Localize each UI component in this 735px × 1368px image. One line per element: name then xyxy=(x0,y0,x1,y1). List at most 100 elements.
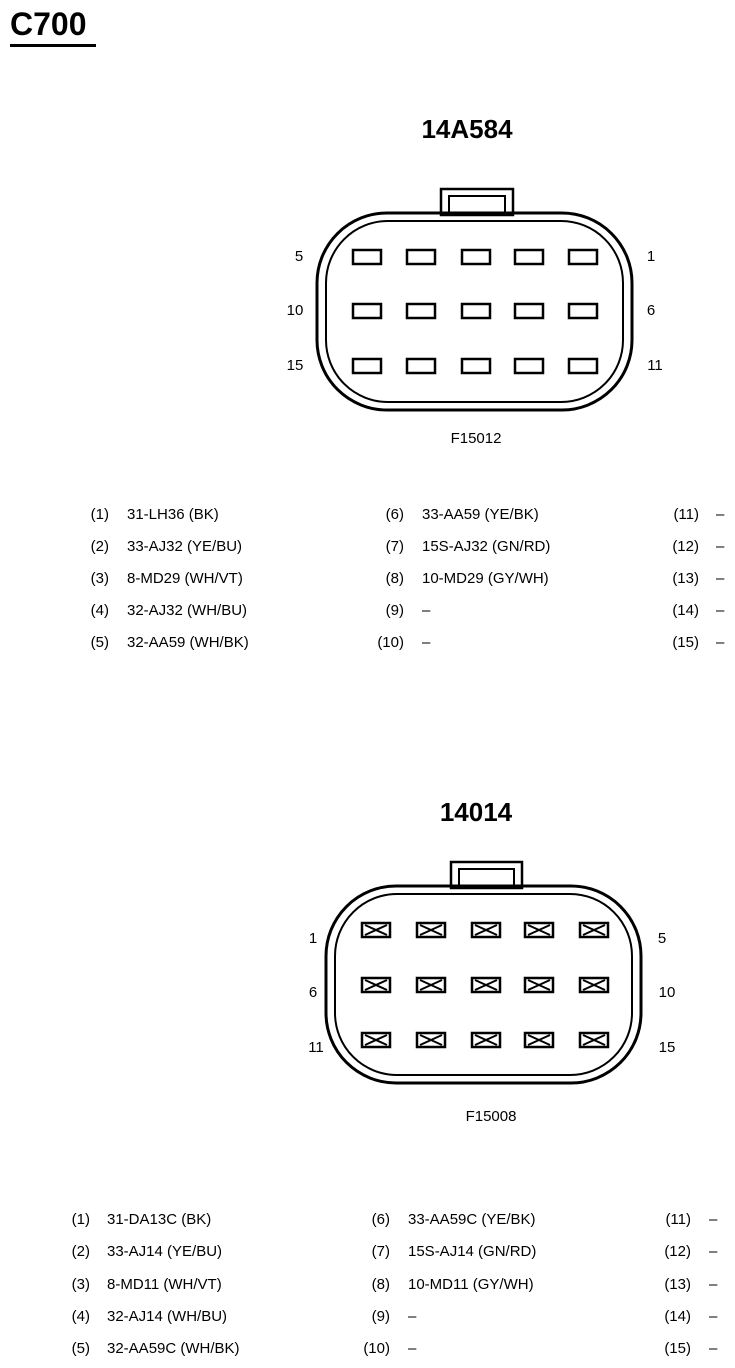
pin-number: (7) xyxy=(385,538,404,555)
pin-number: (3) xyxy=(71,1275,90,1293)
pin-number: (1) xyxy=(90,506,109,523)
pin-circuit: – xyxy=(709,1211,718,1228)
connector-1-pin-label-bot-right: 11 xyxy=(647,357,663,374)
pin-cavity xyxy=(415,1031,447,1049)
pin-cavity xyxy=(360,1031,392,1049)
connector-2-cavities xyxy=(360,921,610,1049)
page-title: C700 xyxy=(10,6,87,42)
pin-circuit: 33-AJ32 (YE/BU) xyxy=(127,538,243,555)
pin-number: (9) xyxy=(371,1307,390,1325)
pin-cavity xyxy=(405,248,437,266)
pin-number: (6) xyxy=(371,1211,390,1228)
pin-number: (11) xyxy=(665,1211,691,1228)
pin-circuit: – xyxy=(716,602,725,619)
pin-circuit: 15S-AJ32 (GN/RD) xyxy=(422,538,551,555)
pin-cavity xyxy=(513,302,545,320)
connector-2-pin-label-top-left: 1 xyxy=(308,930,318,947)
pin-number: (2) xyxy=(90,538,109,555)
pin-circuit: 8-MD29 (WH/VT) xyxy=(127,570,243,587)
pin-number: (12) xyxy=(672,538,699,555)
pin-circuit: 8-MD11 (WH/VT) xyxy=(107,1275,222,1293)
title-underline xyxy=(10,44,96,47)
pin-cavity xyxy=(415,976,447,994)
pin-circuit: – xyxy=(716,634,725,651)
connector-2-pin-label-mid-left: 6 xyxy=(308,984,318,1001)
pin-cavity xyxy=(351,248,383,266)
connector-2-pin-label-bot-right: 15 xyxy=(658,1039,676,1056)
connector-2-pin-label-top-right: 5 xyxy=(657,930,667,947)
pin-number: (11) xyxy=(673,506,699,523)
pin-number: (15) xyxy=(664,1340,691,1358)
pin-circuit: 32-AJ32 (WH/BU) xyxy=(127,602,248,619)
connector-2-pin-label-bot-left: 11 xyxy=(308,1039,324,1056)
pin-number: (5) xyxy=(90,634,109,651)
pin-number: (13) xyxy=(664,1275,691,1293)
pin-number: (2) xyxy=(71,1243,90,1261)
pin-cavity xyxy=(405,357,437,375)
connector-2-figure-id: F15008 xyxy=(465,1108,517,1125)
pin-number: (10) xyxy=(363,1340,390,1358)
connector-2-latch xyxy=(449,860,524,890)
pin-cavity xyxy=(513,357,545,375)
pin-cavity xyxy=(578,1031,610,1049)
pin-number: (10) xyxy=(377,634,404,651)
pin-circuit: 33-AJ14 (YE/BU) xyxy=(107,1243,223,1261)
pin-cavity xyxy=(578,921,610,939)
pin-number: (14) xyxy=(672,602,699,619)
pin-circuit: 31-LH36 (BK) xyxy=(127,506,219,523)
connector-1-pin-label-top-right: 1 xyxy=(646,248,656,265)
pin-circuit: – xyxy=(716,506,725,523)
pin-circuit: – xyxy=(716,570,725,587)
connector-1-figure-id: F15012 xyxy=(450,430,502,447)
pin-circuit: 33-AA59C (YE/BK) xyxy=(408,1211,536,1228)
pin-circuit: – xyxy=(709,1275,718,1293)
pin-circuit: – xyxy=(408,1307,417,1325)
pin-cavity xyxy=(470,1031,502,1049)
pin-cavity xyxy=(470,921,502,939)
pin-cavity xyxy=(567,302,599,320)
pin-number: (1) xyxy=(71,1211,90,1228)
connector-2-housing xyxy=(324,884,643,1085)
pin-cavity xyxy=(460,248,492,266)
pin-number: (6) xyxy=(385,506,404,523)
pin-cavity xyxy=(470,976,502,994)
pin-circuit: – xyxy=(709,1340,718,1358)
pin-number: (8) xyxy=(371,1275,390,1293)
pin-cavity xyxy=(360,921,392,939)
pin-circuit: – xyxy=(716,538,725,555)
pin-cavity xyxy=(360,976,392,994)
pin-number: (13) xyxy=(672,570,699,587)
pin-cavity xyxy=(523,1031,555,1049)
pin-circuit: 32-AA59C (WH/BK) xyxy=(107,1340,240,1358)
pin-circuit: 15S-AJ14 (GN/RD) xyxy=(408,1243,537,1261)
connector-2-pin-label-mid-right: 10 xyxy=(658,984,676,1001)
pin-circuit: – xyxy=(422,634,431,651)
connector-1-latch xyxy=(439,187,515,217)
connector-2-name: 14014 xyxy=(439,797,513,827)
pin-number: (8) xyxy=(385,570,404,587)
connector-1-name: 14A584 xyxy=(421,114,513,144)
pin-circuit: – xyxy=(422,602,431,619)
pin-circuit: 33-AA59 (YE/BK) xyxy=(422,506,539,523)
pin-cavity xyxy=(523,976,555,994)
pin-cavity xyxy=(460,357,492,375)
pin-circuit: – xyxy=(709,1243,718,1261)
pin-circuit: 10-MD29 (GY/WH) xyxy=(422,570,549,587)
pin-cavity xyxy=(513,248,545,266)
connector-1-pin-label-bot-left: 15 xyxy=(286,357,304,374)
connector-1-pin-label-mid-right: 6 xyxy=(646,302,656,319)
pin-cavity xyxy=(405,302,437,320)
pin-number: (5) xyxy=(71,1340,90,1358)
pin-number: (12) xyxy=(664,1243,691,1261)
connector-1-housing xyxy=(315,211,634,412)
pin-cavity xyxy=(351,357,383,375)
pin-number: (4) xyxy=(71,1307,90,1325)
pin-circuit: 10-MD11 (GY/WH) xyxy=(408,1275,534,1293)
connector-1-pin-label-top-left: 5 xyxy=(294,248,304,265)
pin-cavity xyxy=(460,302,492,320)
pin-number: (3) xyxy=(90,570,109,587)
pin-circuit: – xyxy=(408,1340,417,1358)
pin-cavity xyxy=(415,921,447,939)
pin-number: (7) xyxy=(371,1243,390,1261)
